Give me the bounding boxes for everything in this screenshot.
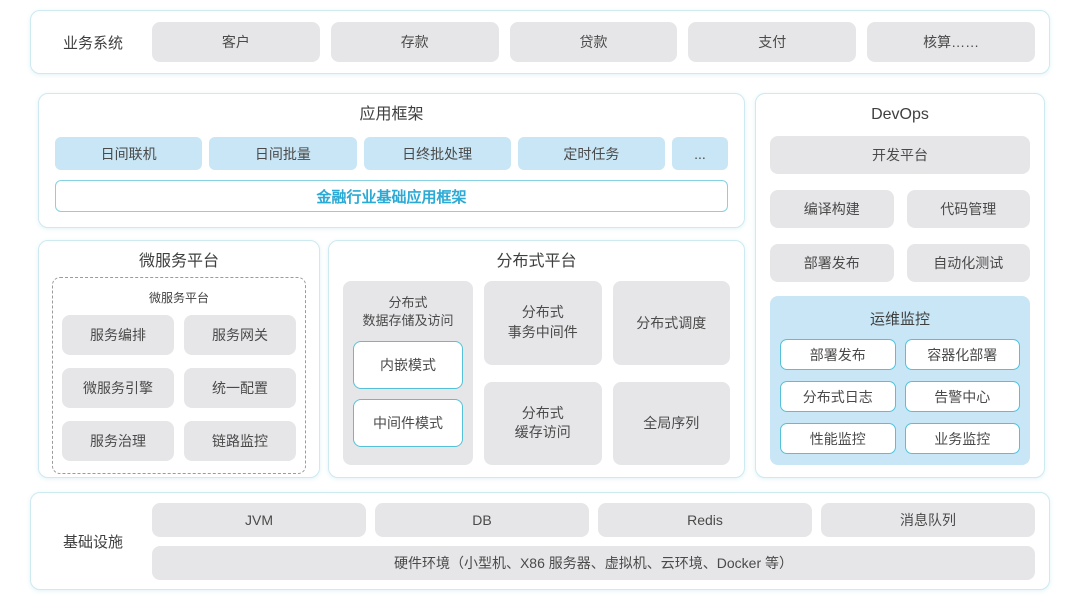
container-deployment: 容器化部署 bbox=[904, 339, 1020, 371]
infra-jvm: JVM bbox=[152, 502, 366, 537]
infrastructure-panel: 基础设施 JVM DB Redis 消息队列 硬件环境（小型机、X86 服务器、… bbox=[30, 492, 1050, 590]
app-framework-daytime-online: 日间联机 bbox=[55, 137, 203, 171]
code-management: 代码管理 bbox=[906, 190, 1030, 229]
business-monitoring: 业务监控 bbox=[904, 423, 1020, 455]
ops-monitor-title: 运维监控 bbox=[869, 311, 930, 329]
infra-db: DB bbox=[375, 502, 589, 537]
infra-message-queue: 消息队列 bbox=[821, 502, 1035, 537]
service-governance: 服务治理 bbox=[62, 421, 174, 462]
ops-monitor-panel: 运维监控 部署发布 容器化部署 分布式日志 告警中心 性能监控 业务监控 bbox=[770, 296, 1030, 466]
microservice-title: 微服务平台 bbox=[138, 253, 219, 270]
alert-center: 告警中心 bbox=[904, 381, 1020, 413]
distributed-scheduler: 分布式调度 bbox=[612, 281, 730, 365]
hardware-environment: 硬件环境（小型机、X86 服务器、虚拟机、云环境、Docker 等） bbox=[152, 545, 1035, 580]
business-system-accounting: 核算…… bbox=[867, 22, 1035, 62]
devops-panel: DevOps 开发平台 编译构建 代码管理 部署发布 自动化测试 运维监控 部署… bbox=[755, 93, 1045, 478]
unified-config: 统一配置 bbox=[184, 368, 296, 409]
business-system-payment: 支付 bbox=[688, 22, 857, 62]
distributed-storage-title: 分布式 数据存储及访问 bbox=[362, 295, 454, 329]
distributed-col-middle: 分布式 事务中间件 分布式 缓存访问 bbox=[484, 281, 602, 466]
automated-testing: 自动化测试 bbox=[906, 244, 1030, 283]
microservice-inner-box: 微服务平台 服务编排 服务网关 微服务引擎 统一配置 服务治理 链路监控 bbox=[52, 277, 306, 475]
global-sequence: 全局序列 bbox=[612, 381, 730, 466]
microservice-grid: 服务编排 服务网关 微服务引擎 统一配置 服务治理 链路监控 bbox=[62, 315, 296, 462]
distributed-transaction: 分布式 事务中间件 bbox=[484, 281, 602, 365]
distributed-panel: 分布式平台 分布式 数据存储及访问 内嵌模式 中间件模式 分布式 事务中间件 分… bbox=[328, 240, 745, 478]
distributed-storage-box: 分布式 数据存储及访问 内嵌模式 中间件模式 bbox=[343, 281, 473, 466]
deploy-release: 部署发布 bbox=[770, 244, 894, 283]
distributed-content: 分布式 数据存储及访问 内嵌模式 中间件模式 分布式 事务中间件 分布式 缓存访… bbox=[343, 281, 730, 466]
trace-monitoring: 链路监控 bbox=[184, 421, 296, 462]
distributed-title: 分布式平台 bbox=[496, 253, 577, 270]
distributed-cache: 分布式 缓存访问 bbox=[484, 381, 602, 466]
app-framework-row: 日间联机 日间批量 日终批处理 定时任务 ... bbox=[55, 137, 728, 171]
service-orchestration: 服务编排 bbox=[62, 315, 174, 356]
finance-base-framework: 金融行业基础应用框架 bbox=[55, 180, 728, 213]
app-framework-scheduled-task: 定时任务 bbox=[517, 137, 665, 171]
infrastructure-row: JVM DB Redis 消息队列 bbox=[152, 502, 1035, 537]
service-gateway: 服务网关 bbox=[184, 315, 296, 356]
infra-redis: Redis bbox=[598, 502, 812, 537]
infrastructure-content: JVM DB Redis 消息队列 硬件环境（小型机、X86 服务器、虚拟机、云… bbox=[152, 502, 1035, 580]
distributed-col-right: 分布式调度 全局序列 bbox=[612, 281, 730, 466]
microservice-engine: 微服务引擎 bbox=[62, 368, 174, 409]
app-framework-panel: 应用框架 日间联机 日间批量 日终批处理 定时任务 ... 金融行业基础应用框架 bbox=[38, 93, 745, 228]
devops-title: DevOps bbox=[871, 106, 929, 123]
ops-monitor-grid: 部署发布 容器化部署 分布式日志 告警中心 性能监控 业务监控 bbox=[780, 339, 1020, 455]
microservice-panel: 微服务平台 微服务平台 服务编排 服务网关 微服务引擎 统一配置 服务治理 链路… bbox=[38, 240, 320, 478]
business-systems-label: 业务系统 bbox=[62, 34, 123, 52]
microservice-inner-title: 微服务平台 bbox=[148, 291, 209, 306]
app-framework-daytime-batch: 日间批量 bbox=[209, 137, 357, 171]
ops-deploy-release: 部署发布 bbox=[780, 339, 896, 371]
compile-build: 编译构建 bbox=[770, 190, 894, 229]
business-system-loan: 贷款 bbox=[509, 22, 678, 62]
devops-grid: 编译构建 代码管理 部署发布 自动化测试 bbox=[770, 190, 1030, 283]
dev-platform: 开发平台 bbox=[770, 136, 1030, 175]
infrastructure-label: 基础设施 bbox=[62, 533, 123, 551]
embedded-mode: 内嵌模式 bbox=[353, 340, 463, 389]
middleware-mode: 中间件模式 bbox=[353, 398, 463, 447]
business-system-deposit: 存款 bbox=[330, 22, 499, 62]
business-system-customer: 客户 bbox=[152, 22, 320, 62]
app-framework-more: ... bbox=[672, 137, 728, 171]
app-framework-title: 应用框架 bbox=[359, 106, 424, 123]
app-framework-eod-batch: 日终批处理 bbox=[363, 137, 511, 171]
business-systems-panel: 业务系统 客户 存款 贷款 支付 核算…… bbox=[30, 10, 1050, 74]
performance-monitoring: 性能监控 bbox=[780, 423, 896, 455]
distributed-logging: 分布式日志 bbox=[780, 381, 896, 413]
